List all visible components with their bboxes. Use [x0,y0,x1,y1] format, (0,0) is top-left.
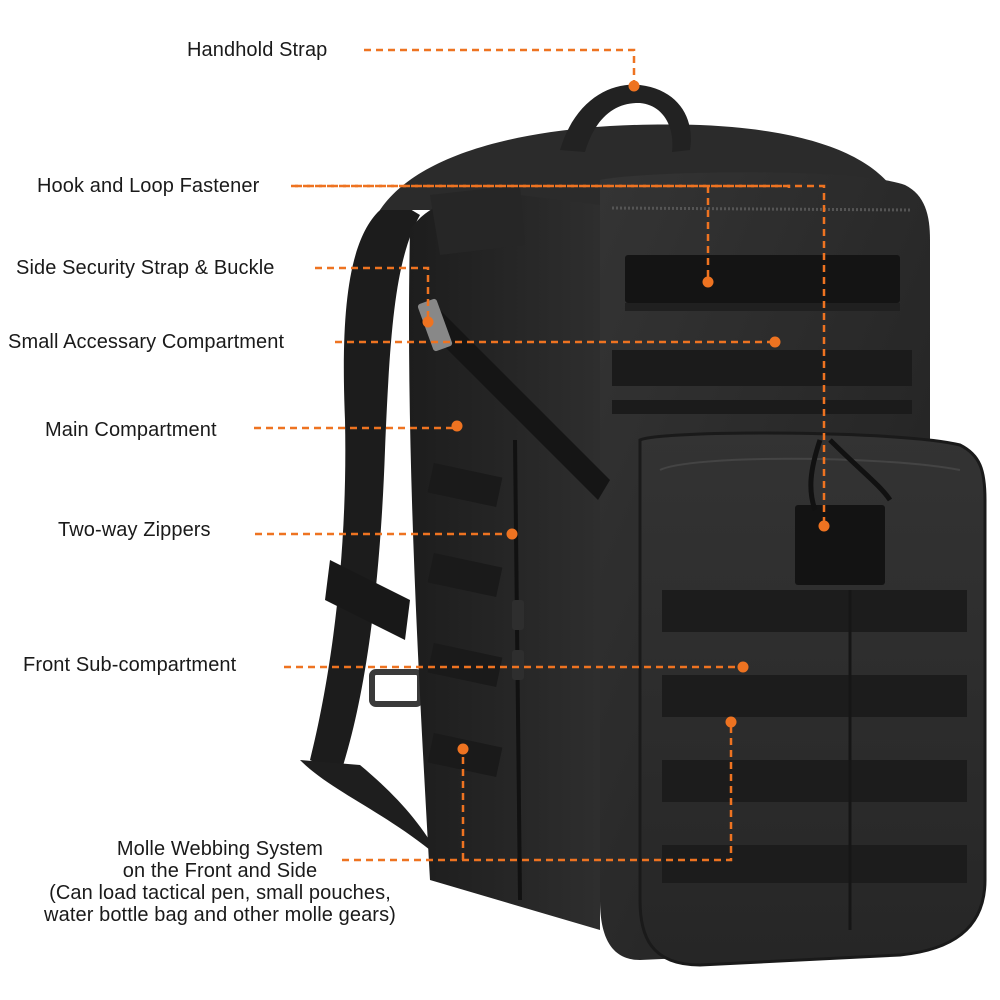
label-handhold-strap: Handhold Strap [187,39,328,61]
callout-dots [422,80,830,755]
molle-line-4: water bottle bag and other molle gears) [44,904,396,926]
shoulder-strap [300,200,440,858]
molle-line-2: on the Front and Side [122,860,318,882]
label-small-accessary-compartment: Small Accessary Compartment [8,331,285,353]
molle-line-3: (Can load tactical pen, small pouches, [49,882,391,904]
handhold-leader [364,48,636,86]
molle-leader [342,722,733,862]
velcro-patch-top [625,255,900,303]
label-hook-and-loop-fastener: Hook and Loop Fastener [37,175,260,197]
label-front-sub-compartment: Front Sub-compartment [23,654,237,676]
label-side-security-strap: Side Security Strap & Buckle [16,257,275,279]
side-strap-leader [315,266,430,322]
molle-line-1: Molle Webbing System [116,838,324,860]
buckle [417,298,453,352]
label-molle-webbing-system: Molle Webbing System on the Front and Si… [0,838,440,926]
handle-strap [560,84,691,152]
hook-loop-leader [291,184,826,524]
side-compression-strap [420,300,610,500]
label-main-compartment: Main Compartment [45,419,217,441]
velcro-patch-front [795,505,885,585]
label-two-way-zippers: Two-way Zippers [58,519,211,541]
